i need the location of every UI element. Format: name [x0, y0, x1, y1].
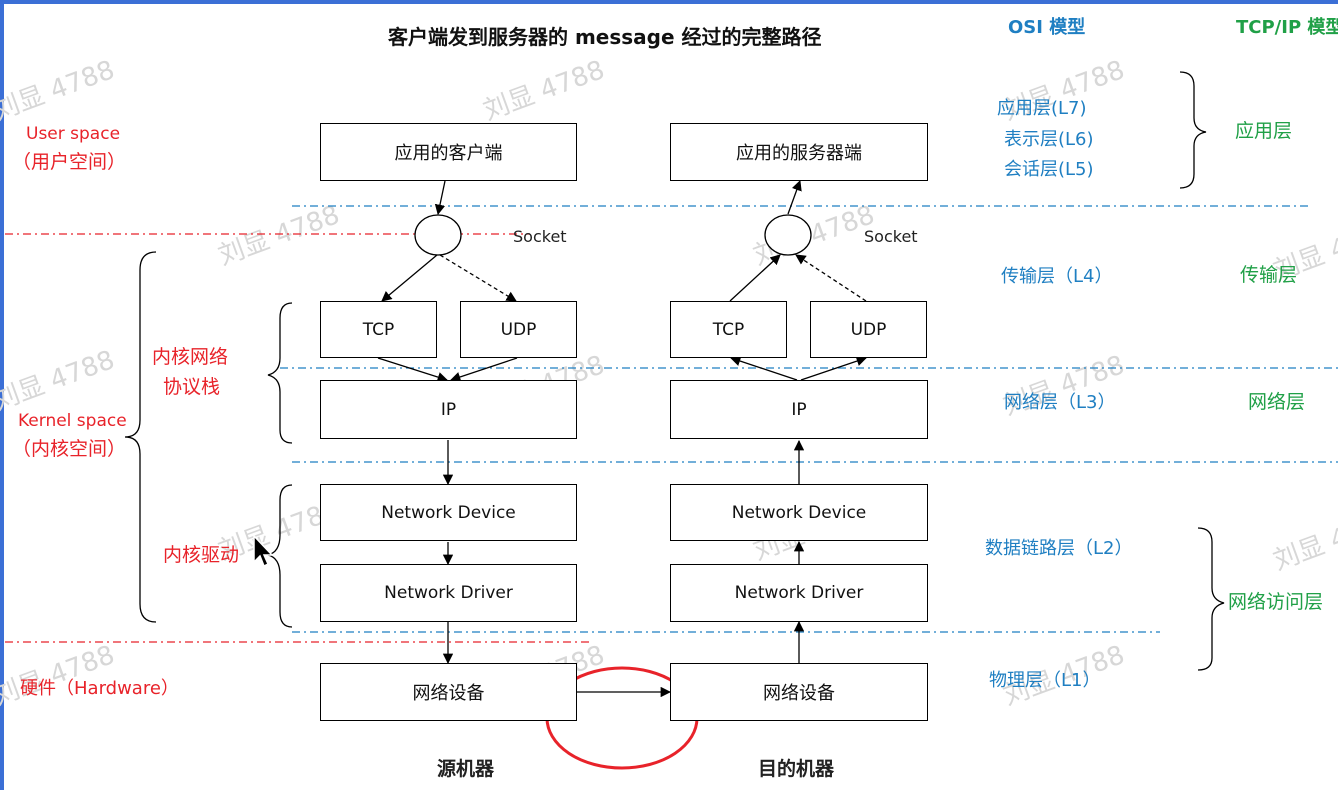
source-hardware-box: 网络设备	[320, 663, 577, 721]
osi-layer-l3: 网络层（L3）	[1004, 392, 1116, 413]
dest-network-driver-box: Network Driver	[670, 564, 928, 622]
source-socket-label: Socket	[513, 227, 567, 246]
kernel-space-cn-label: （内核空间）	[12, 438, 127, 460]
dest-socket-circle	[764, 214, 812, 256]
hardware-label: 硬件（Hardware）	[20, 678, 179, 699]
dest-app-box: 应用的服务器端	[670, 123, 928, 181]
left-braces	[124, 251, 293, 628]
dest-hardware-box: 网络设备	[670, 663, 928, 721]
osi-layer-l5: 会话层(L5)	[1004, 159, 1094, 180]
osi-layer-l1: 物理层（L1）	[989, 670, 1101, 691]
osi-layer-l6: 表示层(L6)	[1004, 129, 1094, 150]
right-braces	[1179, 71, 1225, 671]
dest-socket-label: Socket	[864, 227, 918, 246]
window-frame-top	[0, 0, 1338, 4]
kernel-stack-label: 内核网络	[152, 346, 229, 368]
dest-udp-box: UDP	[810, 301, 927, 358]
kernel-space-label: Kernel space	[18, 411, 127, 431]
tcpip-layer-application: 应用层	[1235, 120, 1293, 142]
source-network-driver-box: Network Driver	[320, 564, 577, 622]
source-tcp-box: TCP	[320, 301, 437, 358]
dest-ip-box: IP	[670, 380, 928, 439]
osi-layer-l7: 应用层(L7)	[997, 98, 1087, 119]
diagram-title: 客户端发到服务器的 message 经过的完整路径	[388, 25, 822, 49]
source-socket-circle	[414, 214, 462, 256]
osi-layer-l2: 数据链路层（L2）	[985, 538, 1133, 559]
dest-network-device-box: Network Device	[670, 484, 928, 541]
source-app-box: 应用的客户端	[320, 123, 577, 181]
tcpip-layer-transport: 传输层	[1240, 264, 1298, 286]
tcpip-layer-network: 网络层	[1248, 391, 1306, 413]
tcpip-model-header: TCP/IP 模型	[1236, 17, 1338, 38]
osi-layer-l4: 传输层（L4）	[1001, 266, 1113, 287]
user-space-cn-label: （用户空间）	[12, 151, 127, 173]
layer-separators	[280, 205, 1338, 633]
mouse-pointer-icon	[253, 535, 274, 568]
dest-machine-caption: 目的机器	[758, 758, 835, 780]
dest-tcp-box: TCP	[670, 301, 787, 358]
source-udp-box: UDP	[460, 301, 577, 358]
source-machine-caption: 源机器	[437, 758, 495, 780]
window-frame-left	[0, 0, 4, 790]
osi-model-header: OSI 模型	[1008, 17, 1086, 38]
source-network-device-box: Network Device	[320, 484, 577, 541]
kernel-driver-label: 内核驱动	[163, 544, 240, 566]
source-ip-box: IP	[320, 380, 577, 439]
kernel-stack-label-2: 协议栈	[163, 376, 221, 398]
user-space-label: User space	[26, 124, 121, 144]
tcpip-layer-network-access: 网络访问层	[1228, 591, 1324, 613]
